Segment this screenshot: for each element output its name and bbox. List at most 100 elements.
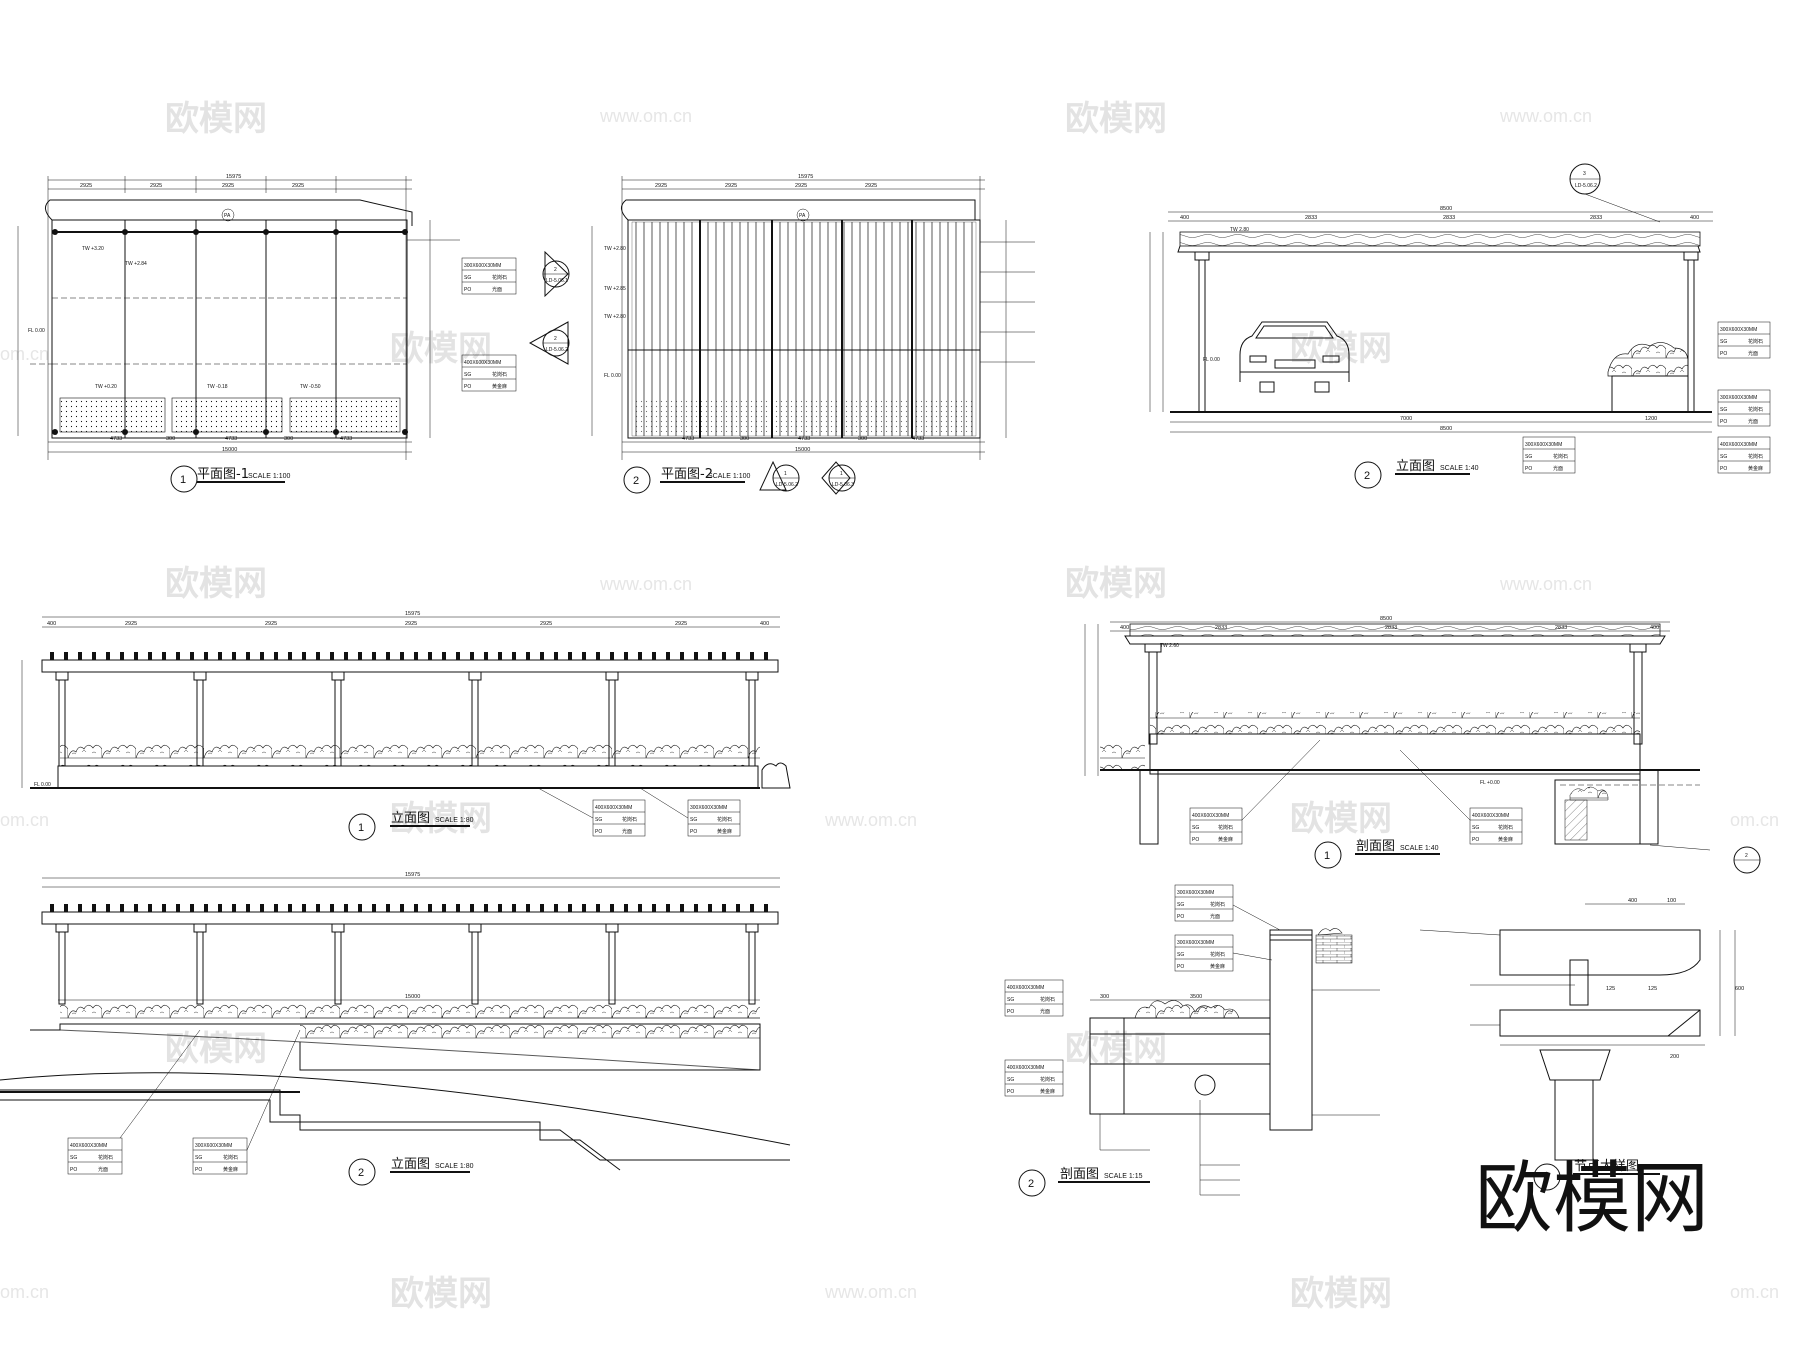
dim-bay: 2925	[150, 183, 162, 189]
section-marker-group: 2 LD-5.06.1 2 LD-5.06.2 1 LD-5.06.2 1 LD…	[528, 250, 856, 495]
view-number: 2	[633, 475, 639, 487]
rafter-end	[526, 652, 530, 660]
rafter-end	[442, 904, 446, 912]
svg-text:花岗石: 花岗石	[1553, 453, 1568, 460]
rafter-ends	[50, 652, 768, 660]
svg-text:300X600X30MM: 300X600X30MM	[690, 805, 727, 811]
rafter-end	[750, 652, 754, 660]
dim-gap: 300	[858, 436, 867, 442]
svg-text:花岗石: 花岗石	[492, 274, 507, 281]
rafter-end	[358, 904, 362, 912]
watermark-brand: 欧模网	[1065, 564, 1167, 604]
rafter-end	[652, 904, 656, 912]
svg-text:300X600X30MM: 300X600X30MM	[1720, 327, 1757, 333]
rafter-end	[148, 652, 152, 660]
dim-side: 400	[1120, 625, 1129, 631]
rafter-end	[666, 904, 670, 912]
rafter-end	[344, 652, 348, 660]
level-tag: TW +2.84	[125, 261, 147, 267]
rafter-end	[162, 652, 166, 660]
svg-text:300X600X30MM: 300X600X30MM	[195, 1143, 232, 1149]
svg-text:光面: 光面	[1040, 1008, 1050, 1015]
column	[1683, 251, 1699, 413]
svg-text:花岗石: 花岗石	[492, 371, 507, 378]
rafter-end	[134, 904, 138, 912]
svg-text:400X600X30MM: 400X600X30MM	[1007, 985, 1044, 991]
rafter-end	[302, 904, 306, 912]
watermark-url: www.om.cn	[599, 574, 692, 594]
view-number: 3	[1543, 1172, 1549, 1184]
pergola-beam	[41, 659, 779, 673]
column-capital	[605, 671, 619, 681]
retaining-wall	[1269, 934, 1313, 1131]
column-capital	[745, 671, 759, 681]
material-tag: 300X600X30MM SG 花岗石 PO 光面	[1717, 389, 1771, 427]
svg-text:PO: PO	[1007, 1009, 1014, 1015]
rafter-end	[106, 652, 110, 660]
material-tag: 300X600X30MM SG 花岗石 PO 光面	[407, 239, 517, 295]
rafter-end	[288, 652, 292, 660]
svg-text:花岗石: 花岗石	[98, 1154, 113, 1161]
dim-height: 600	[1735, 986, 1744, 992]
slope-line	[0, 1072, 791, 1146]
marker-ref: LD-5.06.2	[776, 482, 798, 488]
rafter-end	[372, 904, 376, 912]
elevation-1: 15975 400 2925 2925 2925 2925 2925 400 F…	[21, 611, 791, 841]
watermark-brand: 欧模网	[390, 799, 492, 839]
car-outline	[1239, 321, 1350, 393]
dim-total2: 15000	[795, 447, 810, 453]
rafter-end	[526, 904, 530, 912]
rafter-end	[190, 904, 194, 912]
rafter-end	[666, 652, 670, 660]
dim-bay2: 4733	[110, 436, 122, 442]
column-capital	[605, 923, 619, 933]
rafter-end	[232, 904, 236, 912]
material-tag: 400X600X30MM SG 花岗石 PO 黄金麻	[1469, 807, 1523, 845]
rafter-end	[246, 904, 250, 912]
dim-width: 400	[1628, 898, 1637, 904]
svg-text:PO: PO	[690, 829, 697, 835]
rafter-end	[92, 904, 96, 912]
column-capital	[468, 671, 482, 681]
level-tag: TW +3.20	[82, 246, 104, 252]
rafter-end	[568, 904, 572, 912]
dim-bay: 2925	[125, 621, 137, 627]
rafter-end	[260, 652, 264, 660]
shrub-row	[300, 1016, 760, 1042]
marker-ref: LD-5.06.2	[1575, 183, 1597, 189]
plan-view-2: 15975 2925 2925 2925 2925 PA TW +2.80 TW…	[591, 174, 1035, 494]
rafter-end	[372, 652, 376, 660]
marker-ref: LD-5.06.1	[546, 278, 568, 284]
svg-text:花岗石: 花岗石	[223, 1154, 238, 1161]
svg-text:光面: 光面	[492, 286, 502, 293]
rafter-end	[708, 904, 712, 912]
view-number-circle	[1018, 1169, 1046, 1197]
shrubs	[1134, 1000, 1240, 1019]
column-capital	[331, 923, 345, 933]
dim-side: 400	[1180, 215, 1189, 221]
column-shaft	[748, 931, 756, 1005]
dim-bay: 2925	[675, 621, 687, 627]
rafter-end	[246, 652, 250, 660]
planter-wall	[1611, 375, 1689, 413]
rafter-end	[596, 652, 600, 660]
view-number: 1	[180, 474, 186, 486]
rafter-end	[456, 652, 460, 660]
watermark-url: www.om.cn	[824, 810, 917, 830]
svg-text:PO: PO	[1720, 351, 1727, 357]
svg-text:SG: SG	[70, 1155, 77, 1161]
svg-text:400X600X30MM: 400X600X30MM	[1192, 813, 1229, 819]
level-tag: FL +0.00	[1480, 780, 1500, 786]
watermark-brand: 欧模网	[1290, 799, 1392, 839]
rafter-end	[204, 904, 208, 912]
rafter-end	[232, 652, 236, 660]
rafter-end	[428, 652, 432, 660]
dim-bay2: 4733	[682, 436, 694, 442]
dim-width: 3500	[1190, 994, 1202, 1000]
level-tag: TW -0.50	[300, 384, 321, 390]
svg-text:PO: PO	[1720, 466, 1727, 472]
level-tag: TW 2.60	[1160, 643, 1179, 649]
column-capital	[745, 923, 759, 933]
dim-total: 15975	[405, 872, 420, 878]
level-tag: TW +0.20	[95, 384, 117, 390]
